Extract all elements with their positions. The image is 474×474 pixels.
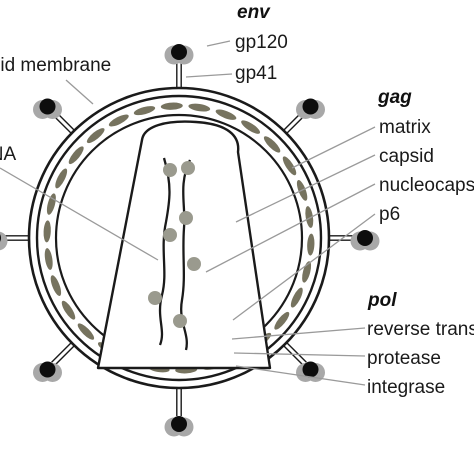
rna-protein-dot [187,257,201,271]
gp120-knob-shadow [0,231,8,251]
leader-rna [0,167,159,261]
gp120-knob [0,234,1,242]
rna-proteins [148,161,201,328]
capsid-label: capsid [379,146,434,167]
matrix-protein [61,300,76,320]
gp120-knob [302,361,319,378]
envelope-spike [0,231,33,251]
p6-label: p6 [379,204,400,225]
matrix-protein [68,146,84,165]
leader-integrase [235,365,366,386]
nucleocapsid-label: nucleocapsid [379,175,474,196]
leader-nucleocapsid [205,183,376,273]
rna-protein-dot [163,228,177,242]
gp120-knob [39,361,56,378]
matrix-protein [133,106,156,116]
pol-header: pol [367,290,397,311]
matrix-label: matrix [379,117,431,138]
leader-lipid-membrane [65,79,94,105]
leader-gp41 [185,73,233,78]
gp120-knob [357,230,373,246]
envelope-spike [280,98,325,137]
matrix-protein [55,168,68,189]
lipid-membrane-inner [35,94,323,382]
rna-label: RNA [0,144,16,165]
matrix-protein [50,275,62,296]
matrix-protein [263,136,281,153]
gp41-stalk [54,342,78,366]
gp120-knob [171,416,187,432]
matrix-protein [160,102,183,110]
matrix-protein [86,128,105,144]
leader-gp120 [206,40,231,47]
rna-protein-dot [179,211,193,225]
rna-protein-dot [181,161,195,175]
envelope-spike [164,384,194,437]
leader-reverse-transcriptase [231,327,366,340]
envelope-spike [325,230,380,251]
matrix-protein [188,103,211,112]
gp120-knob [171,44,187,60]
leader-protease [233,352,366,357]
matrix-protein [307,233,315,256]
matrix-protein [290,287,303,308]
matrix-protein [108,114,129,127]
envelope-spike [33,339,78,382]
rna-protein-dot [173,314,187,328]
protease-label: protease [367,348,441,369]
gp41-label: gp41 [235,63,277,84]
matrix-protein [302,261,312,283]
matrix-protein [282,156,297,176]
leader-capsid [235,154,376,223]
gp41-stalk [283,339,307,363]
matrix-protein [43,220,51,243]
matrix-protein [215,109,237,120]
rna-strand-1 [158,157,171,346]
matrix-protein [77,323,95,340]
lipid-membrane-label: Lipid membrane [0,55,111,76]
leader-lines [0,40,376,386]
gp120-knob [39,98,56,115]
matrix-protein [241,120,261,134]
gag-header: gag [377,87,412,108]
leader-p6 [232,213,376,321]
rna-protein-dot [148,291,162,305]
leader-matrix [291,126,376,169]
envelope-spike [33,98,78,137]
gp120-knob [302,98,319,115]
matrix-protein [44,248,53,270]
env-header: env [237,2,271,23]
gp120-label: gp120 [235,32,288,53]
reverse-transcriptase-label: reverse transcriptase [367,319,474,340]
rna-protein-dot [163,163,177,177]
gp41-stalk [51,339,75,363]
matrix-protein [305,206,314,228]
integrase-label: integrase [367,377,445,398]
envelope-spike [164,44,194,92]
matrix-protein [274,311,290,330]
